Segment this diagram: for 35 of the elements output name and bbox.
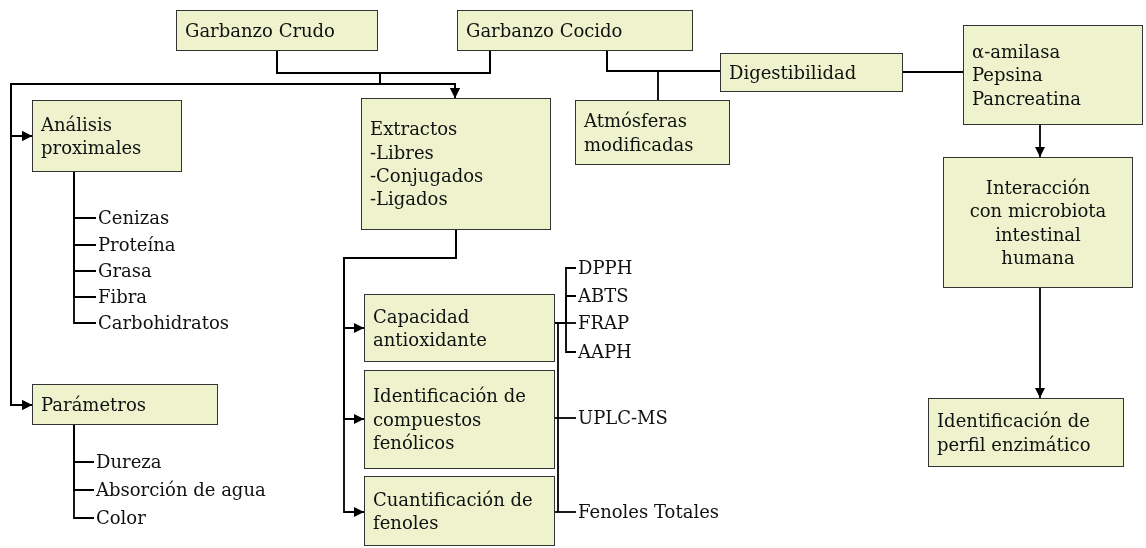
item-label: FRAP: [578, 311, 630, 335]
process-box: Parámetros: [32, 384, 218, 425]
connector-line: [554, 511, 577, 513]
item-label: DPPH: [578, 256, 633, 280]
process-box: Identificación de compuestos fenólicos: [364, 370, 555, 469]
item-label: Proteína: [98, 233, 176, 257]
item-label: Dureza: [96, 450, 162, 474]
connector-line: [554, 417, 577, 419]
arrow: [1035, 124, 1045, 158]
item-label: Cenizas: [98, 206, 170, 230]
item-label: Fibra: [98, 285, 148, 309]
item-label: Fenoles Totales: [578, 500, 720, 524]
process-box: α-amilasa Pepsina Pancreatina: [963, 25, 1143, 125]
item-label: UPLC-MS: [578, 406, 668, 430]
process-box: Atmósferas modificadas: [575, 100, 730, 165]
process-box: Interacción con microbiota intestinal humana: [943, 157, 1133, 288]
connector-line: [606, 50, 659, 101]
item-label: AAPH: [578, 340, 632, 364]
connector-line: [73, 424, 95, 519]
item-label: Carbohidratos: [98, 311, 229, 335]
process-box: Análisis proximales: [32, 100, 182, 172]
item-label: ABTS: [578, 284, 629, 308]
process-box: Cuantificación de fenoles: [364, 476, 555, 546]
connector-line: [73, 171, 97, 324]
item-label: Grasa: [98, 259, 152, 283]
item-label: Color: [96, 506, 146, 530]
process-box: Digestibilidad: [720, 53, 903, 92]
process-box: Capacidad antioxidante: [364, 294, 555, 362]
connector-line: [902, 71, 964, 73]
process-box: Garbanzo Cocido: [457, 10, 693, 51]
process-box: Extractos -Libres -Conjugados -Ligados: [361, 98, 551, 230]
item-label: Absorción de agua: [96, 478, 266, 502]
process-box: Garbanzo Crudo: [176, 10, 378, 51]
arrow: [1035, 287, 1045, 399]
process-box: Identificación de perfil enzimático: [928, 398, 1124, 467]
